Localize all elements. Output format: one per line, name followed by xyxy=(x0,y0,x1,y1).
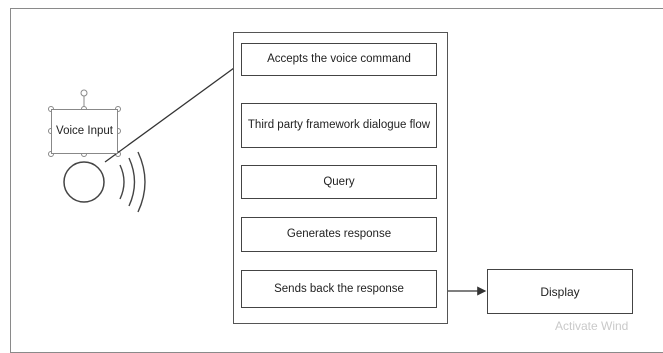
step-generates-response: Generates response xyxy=(241,217,437,252)
voice-connector xyxy=(104,59,247,163)
step-query: Query xyxy=(241,165,437,199)
step-accepts-voice-command: Accepts the voice command xyxy=(241,43,437,76)
step-third-party-framework: Third party framework dialogue flow xyxy=(241,103,437,148)
voice-input-label[interactable]: Voice Input xyxy=(51,109,118,154)
microphone-icon xyxy=(63,161,105,203)
step-sends-back-response: Sends back the response xyxy=(241,270,437,308)
activate-windows-watermark: Activate Wind xyxy=(555,319,629,333)
sound-wave-icon xyxy=(119,151,146,213)
display-box: Display xyxy=(487,269,633,314)
